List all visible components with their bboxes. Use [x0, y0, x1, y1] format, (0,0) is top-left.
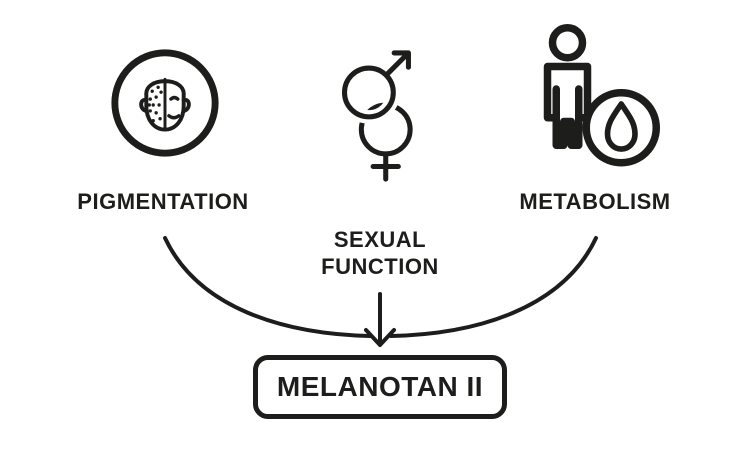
down-arrowhead-icon — [364, 328, 396, 347]
gender-symbols-icon — [320, 42, 438, 185]
person-flame-icon — [505, 20, 680, 183]
pigmentation-label: PIGMENTATION — [77, 189, 249, 214]
sexual-function-label-line2: FUNCTION — [321, 254, 439, 279]
melanotan-label: MELANOTAN II — [276, 371, 484, 402]
pigmentation-face-icon — [106, 44, 224, 162]
melanotan-box: MELANOTAN II — [253, 355, 507, 419]
sexual-function-label-line1: SEXUAL — [333, 227, 427, 252]
metabolism-label: METABOLISM — [519, 189, 671, 214]
sexual-function-label: SEXUAL FUNCTION — [270, 226, 490, 280]
